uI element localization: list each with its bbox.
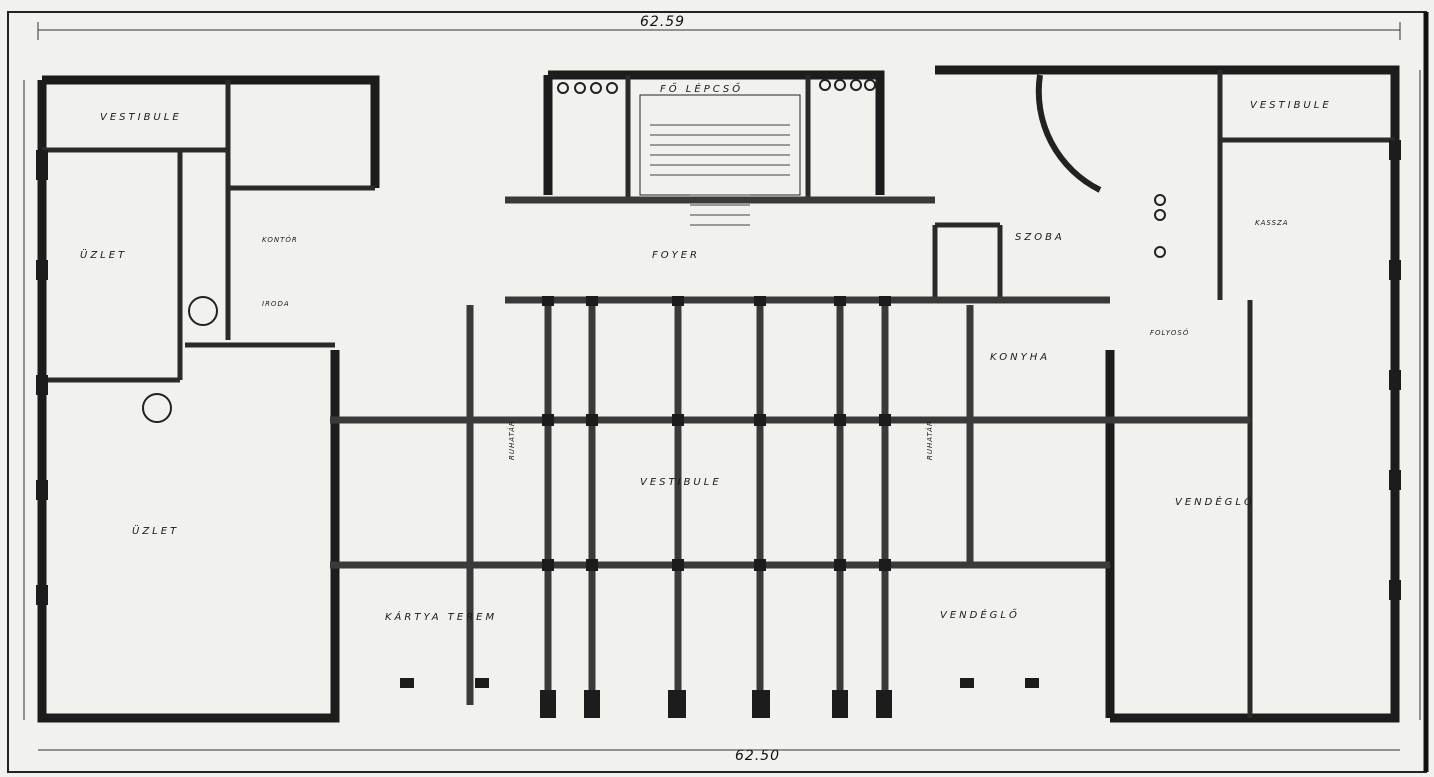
label-kontor: KONTÓR: [262, 235, 298, 244]
interior-walls: [42, 70, 1395, 718]
label-kartya-terem: KÁRTYA TEREM: [385, 610, 497, 623]
label-vestibule-main: VESTIBULE: [640, 477, 722, 488]
dimension-lines: [23, 22, 1421, 751]
spiral-staircase: [1035, 74, 1102, 193]
outer-walls: [37, 65, 1400, 723]
label-iroda: IRODA: [262, 300, 290, 308]
label-foyer: FOYER: [652, 250, 700, 261]
wc-fixtures: [142, 79, 1166, 423]
label-kassza: KASSZA: [1255, 219, 1289, 227]
label-uzlet-top: ÜZLET: [80, 248, 127, 261]
label-szoba: SZOBA: [1015, 232, 1065, 243]
drawing-frame: [7, 11, 1427, 773]
label-uzlet-bottom: ÜZLET: [132, 524, 179, 537]
label-ruhatar-right: RUHATÁR: [925, 420, 934, 460]
label-folyoso: FOLYOSÓ: [1150, 328, 1189, 337]
column-piers: [36, 140, 1401, 718]
label-vestibule-right: VESTIBULE: [1250, 100, 1332, 111]
dimension-top: 62.59: [640, 14, 685, 30]
label-vendeglo-right: VENDÉGLŐ: [1175, 494, 1255, 508]
main-staircase: [639, 94, 801, 226]
dimension-bottom: 62.50: [735, 748, 780, 764]
label-fo-lepcso: FŐ LÉPCSŐ: [660, 81, 743, 95]
label-vestibule-left: VESTIBULE: [100, 112, 182, 123]
label-konyha: KONYHA: [990, 352, 1050, 363]
column-grid: [330, 196, 1250, 705]
label-ruhatar-left: RUHATÁR: [507, 420, 516, 460]
label-vendeglo-middle: VENDÉGLŐ: [940, 607, 1020, 621]
